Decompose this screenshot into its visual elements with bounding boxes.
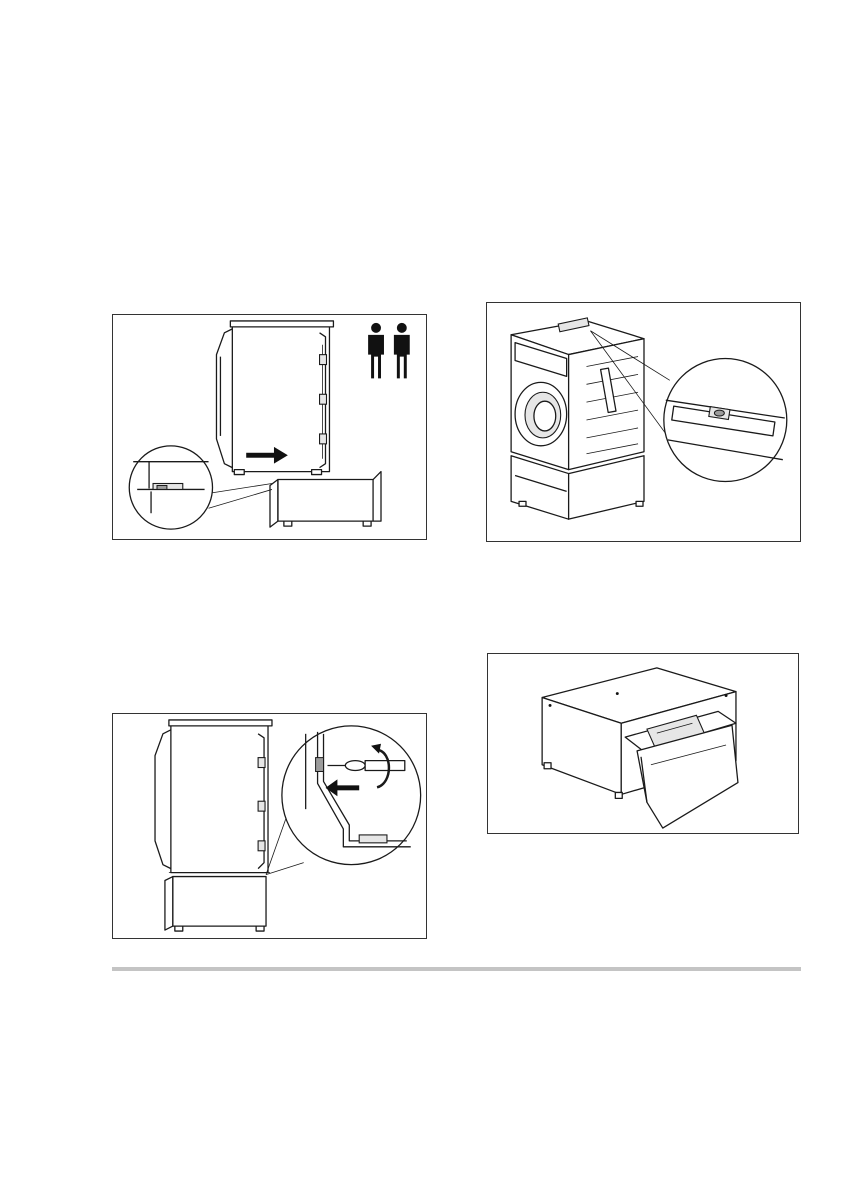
illustration-level-appliance [487, 303, 800, 541]
appliance-side-body [171, 726, 268, 873]
appliance-door-profile [155, 730, 171, 869]
appliance-top [169, 720, 272, 726]
illustration-secure-bracket [113, 714, 426, 938]
figure-secure-bracket [112, 713, 427, 939]
two-persons-icon [368, 323, 410, 379]
section-divider [112, 967, 801, 971]
magnifier-callout [282, 726, 421, 865]
figure-level-appliance [486, 302, 801, 542]
pedestal-body [278, 472, 381, 522]
figure-slide-appliance-onto-pedestal [112, 314, 427, 540]
bracket-screw [316, 758, 324, 772]
pedestal-body [173, 877, 266, 927]
illustration-pedestal-drawer [488, 654, 798, 833]
appliance-door-profile [216, 329, 232, 468]
figure-pedestal-drawer [487, 653, 799, 834]
appliance-top [230, 321, 333, 327]
appliance-side-body [232, 325, 329, 472]
illustration-slide-appliance [113, 315, 426, 539]
